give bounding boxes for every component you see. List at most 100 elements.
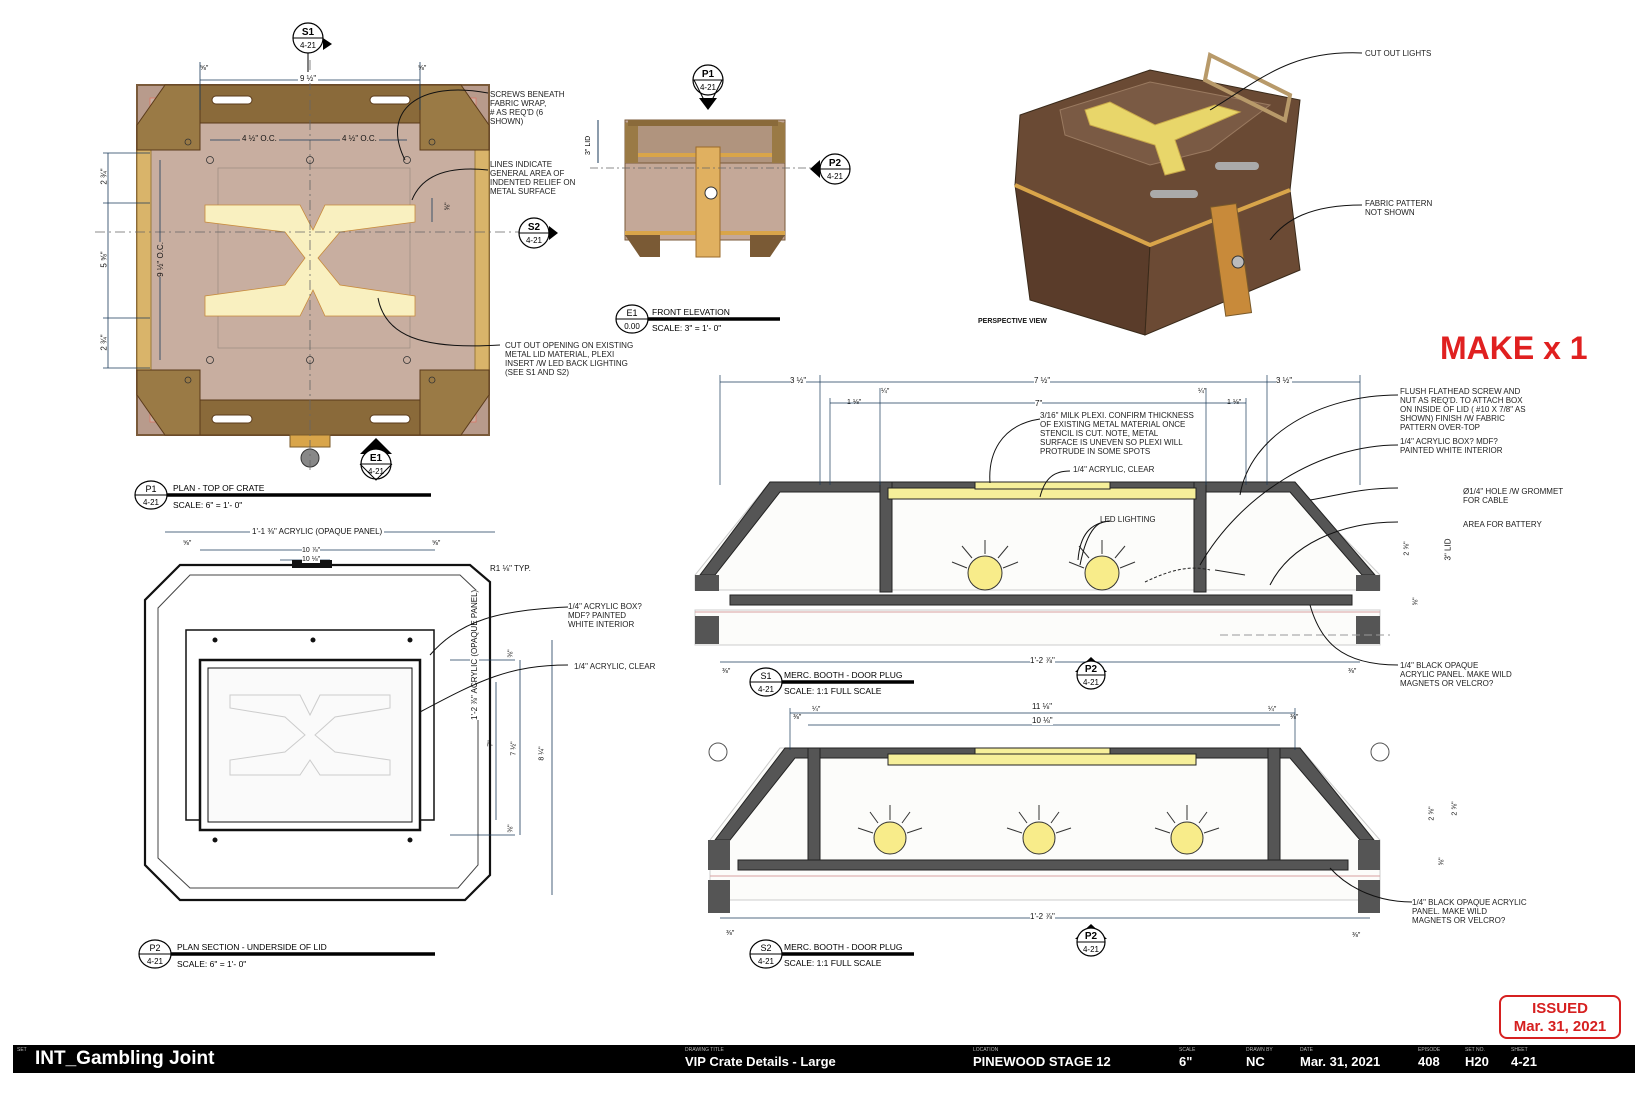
view-label-s1: S1 4-21 MERC. BOOTH - DOOR PLUG SCALE: 1… [749,667,914,697]
s1-leaders [989,394,1399,666]
dim-s1-br: ⅜" [1348,668,1357,675]
episode: 408 [1418,1054,1440,1069]
view-p1-scale: SCALE: 6" = 1'- 0" [173,500,242,510]
view-p2-scale: SCALE: 6" = 1'- 0" [177,959,246,969]
callout-p1-top: P1 4-21 [692,64,724,110]
title-block: SET INT_Gambling Joint DRAWING TITLE VIP… [13,1045,1635,1073]
issued-stamp-line1: ISSUED [1532,1000,1588,1017]
view-s1-scale: SCALE: 1:1 FULL SCALE [784,686,882,696]
sheet-date: Mar. 31, 2021 [1300,1054,1381,1069]
note-battery: AREA FOR BATTERY [1463,520,1542,529]
view-p1-tag: P1 [145,484,156,494]
dim-p2-c2: ⅝" [432,540,441,547]
perspective-leaders [1209,52,1363,240]
note-milk-plexi: 3/16" MILK PLEXI. CONFIRM THICKNESS OF E… [1040,411,1194,456]
dim-s1-b: 7 ½" [1034,376,1051,385]
view-s1-sheet: 4-21 [758,685,775,694]
section-s2-drawing [708,708,1390,919]
view-s2-title: MERC. BOOTH - DOOR PLUG [784,942,903,952]
dim-p2-h2: 7 ½" [510,741,518,756]
label-sheet: SHEET [1511,1047,1528,1053]
led-light-s2-center [1006,805,1072,855]
dim-s1-d: 1 ⅛" [847,399,862,406]
dim-p1-side-a: 2 ¾" [99,168,109,185]
sheet-number: 4-21 [1511,1054,1538,1069]
perspective-label: PERSPECTIVE VIEW [978,318,1047,325]
note-led-lighting: LED LIGHTING [1100,515,1156,524]
callout-p2-s1: P2 4-21 [1075,657,1107,690]
dim-s2-bl: ⅜" [726,930,735,937]
view-p2-sheet: 4-21 [147,957,164,966]
note-flush-screw: FLUSH FLATHEAD SCREW AND NUT AS REQ'D. T… [1400,387,1526,432]
dim-s1-e: 7" [1035,399,1043,408]
led-light-s1-right [1068,540,1136,591]
callout-p2-elev: P2 4-21 [810,153,851,185]
note-cut-out-lights: CUT OUT LIGHTS [1365,49,1432,58]
callout-p1-sheet: 4-21 [700,83,717,92]
view-s2-sheet: 4-21 [758,957,775,966]
dim-s1-g: ¼" [881,388,890,395]
callout-p2b-tag: P2 [1085,664,1098,675]
dim-s1-f: 1 ⅛" [1227,399,1242,406]
callout-p1-tag: P1 [702,69,715,80]
callout-s2-tag: S2 [528,222,541,233]
label-scale: SCALE [1179,1047,1196,1053]
view-e1-scale: SCALE: 3" = 1'- 0" [652,323,721,333]
perspective-render [1014,52,1301,336]
note-black-panel-s1: 1/4" BLACK OPAQUE ACRYLIC PANEL. MAKE WI… [1400,661,1512,688]
note-fabric-pattern: FABRIC PATTERN NOT SHOWN [1365,199,1433,217]
dim-p1-side-c: 2 ¾" [99,334,109,351]
label-set: SET [17,1047,27,1053]
dim-s1-lid: 3" LID [1443,538,1453,561]
dim-s2-r1: 2 ⅝" [1428,806,1436,821]
dim-s2-a: 11 ⅛" [1032,702,1053,711]
note-black-panel-s2: 1/4" BLACK OPAQUE ACRYLIC PANEL. MAKE WI… [1412,898,1527,925]
dim-s2-bottom: 1'-2 ⅞" [1030,912,1055,921]
dim-s1-c: 3 ½" [1276,376,1293,385]
dim-p1-oc-left: 4 ½" O.C. [240,134,279,143]
view-s2-scale: SCALE: 1:1 FULL SCALE [784,958,882,968]
dim-s2-r3: ⅝" [1438,857,1446,866]
s2-leader [1329,867,1413,903]
callout-p2a-tag: P2 [829,158,842,169]
note-cutout-opening: CUT OUT OPENING ON EXISTING METAL LID MA… [505,341,634,377]
drawn-by: NC [1246,1054,1265,1069]
callout-e1-bottom: E1 4-21 [359,438,393,481]
plan-top-drawing [95,60,520,470]
dim-p2-h3: 7" [487,740,495,747]
dim-e1-lid: 3" LID [585,136,592,155]
label-location: LOCATION [973,1047,999,1053]
make-quantity: MAKE x 1 [1440,330,1588,366]
label-drawing-title: DRAWING TITLE [685,1047,724,1053]
dim-p2-top: 1'-1 ⅜" ACRYLIC (OPAQUE PANEL) [250,527,385,536]
dim-s2-d: ¼" [812,706,821,713]
note-screws: SCREWS BENEATH FABRIC WRAP, # AS REQ'D (… [490,90,565,126]
callout-e1-sheet: 4-21 [368,467,385,476]
callout-s1-tag: S1 [302,27,315,38]
note-hole-grommet: Ø1/4" HOLE /W GROMMET FOR CABLE [1463,487,1564,505]
callout-s1-top: S1 4-21 [292,22,332,72]
led-light-s1-left [951,540,1019,591]
front-elevation-drawing: 3" LID [585,119,840,258]
view-p1-title: PLAN - TOP OF CRATE [173,483,265,493]
dim-s2-br: ⅜" [1352,932,1361,939]
dim-p1-oc-right: 4 ½" O.C. [340,134,379,143]
callout-s2-sheet: 4-21 [526,236,543,245]
dim-s2-f: ⅜" [1290,714,1299,721]
view-e1-title: FRONT ELEVATION [652,307,730,317]
callout-p2c-sheet: 4-21 [1083,945,1100,954]
set-name: INT_Gambling Joint [35,1048,215,1069]
view-p2-tag: P2 [149,943,160,953]
callout-p2-s2: P2 4-21 [1075,924,1107,957]
callout-p2b-sheet: 4-21 [1083,678,1100,687]
note-r1-typ: R1 ⅛" TYP. [490,564,531,573]
callout-s2-side: S2 4-21 [518,217,558,249]
dim-p1-side-b: 5 ⅝" [99,251,109,268]
dim-s2-e: ¼" [1268,706,1277,713]
note-relief-lines: LINES INDICATE GENERAL AREA OF INDENTED … [490,160,576,196]
sheet-scale: 6" [1179,1054,1193,1069]
set-no: H20 [1465,1054,1489,1069]
view-label-p1: P1 4-21 PLAN - TOP OF CRATE SCALE: 6" = … [134,480,431,510]
note-acrylic-box-s1: 1/4" ACRYLIC BOX? MDF? PAINTED WHITE INT… [1400,437,1503,455]
dim-p1-top: 9 ½" [298,74,319,83]
